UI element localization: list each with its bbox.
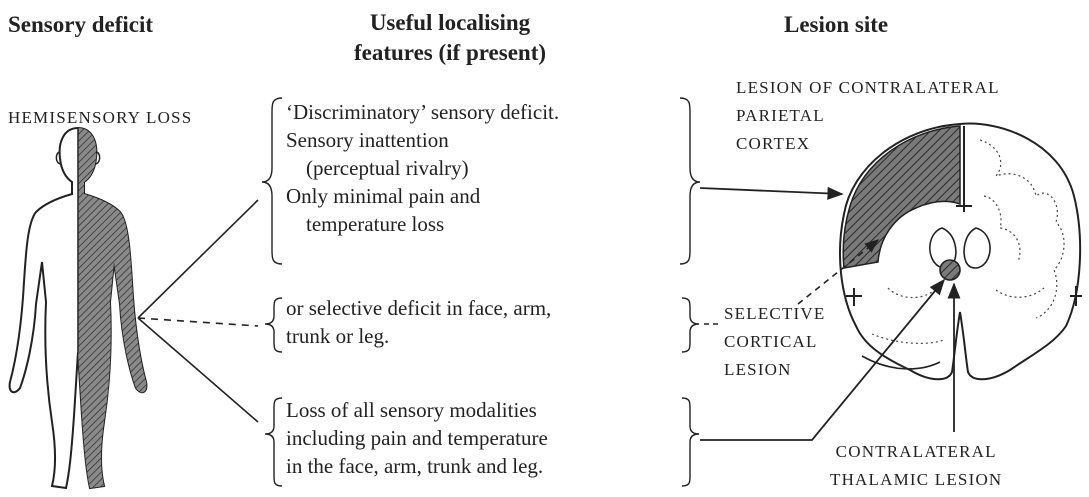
feature-line: in the face, arm, trunk and leg. xyxy=(286,454,544,478)
header-useful-features: Useful localising features (if present) xyxy=(290,8,610,68)
lesion-line: CORTICAL xyxy=(724,332,818,351)
lesion-line: PARIETAL xyxy=(736,106,825,125)
lesion-line: CONTRALATERAL xyxy=(835,442,997,461)
connector-line-2 xyxy=(137,317,259,327)
brace-right-1 xyxy=(679,97,701,265)
feature-line: Loss of all sensory modalities xyxy=(286,398,537,422)
lesion-line: SELECTIVE xyxy=(724,304,826,323)
feature-line: Sensory inattention xyxy=(286,128,449,152)
arrow-thalamic-1 xyxy=(700,278,946,441)
feature-line: Only minimal pain and xyxy=(286,184,481,208)
lesion-selective-label: SELECTIVE CORTICAL LESION xyxy=(724,300,825,384)
feature-line: ‘Discriminatory’ sensory deficit. xyxy=(286,100,560,124)
feature-group-3: Loss of all sensory modalities including… xyxy=(286,396,548,480)
feature-line: or selective deficit in face, arm, xyxy=(286,296,552,320)
lesion-line: LESION OF CONTRALATERAL xyxy=(736,78,1000,97)
lesion-line: THALAMIC LESION xyxy=(830,470,1003,489)
feature-line: (perceptual rivalry) xyxy=(306,156,469,180)
lesion-parietal-label: LESION OF CONTRALATERAL PARIETAL CORTEX xyxy=(736,74,1000,158)
arrow-parietal xyxy=(699,186,844,200)
brain-section-icon xyxy=(839,122,1082,381)
header-sensory-deficit: Sensory deficit xyxy=(8,12,154,37)
feature-line: trunk or leg. xyxy=(286,324,390,348)
brace-left-2 xyxy=(264,297,283,353)
connector-line-1 xyxy=(137,199,259,319)
brace-right-3 xyxy=(681,397,700,487)
connector-line-3 xyxy=(137,317,259,423)
lesion-line: CORTEX xyxy=(736,134,811,153)
brace-right-2 xyxy=(681,297,700,353)
human-figure-icon xyxy=(8,126,148,490)
brace-left-1 xyxy=(261,97,283,265)
feature-line: including pain and temperature xyxy=(286,426,548,450)
header-lesion-site: Lesion site xyxy=(784,12,889,37)
brace-left-3 xyxy=(264,397,283,487)
lesion-thalamic-label: CONTRALATERAL THALAMIC LESION xyxy=(830,438,1002,494)
lesion-line: LESION xyxy=(724,360,792,379)
header-useful-features-line1: Useful localising xyxy=(369,10,531,35)
feature-group-2: or selective deficit in face, arm, trunk… xyxy=(286,294,551,350)
header-useful-features-line2: features (if present) xyxy=(353,40,547,65)
feature-group-1: ‘Discriminatory’ sensory deficit. Sensor… xyxy=(286,98,559,238)
deficit-label: HEMISENSORY LOSS xyxy=(8,108,193,127)
feature-line: temperature loss xyxy=(306,212,445,236)
